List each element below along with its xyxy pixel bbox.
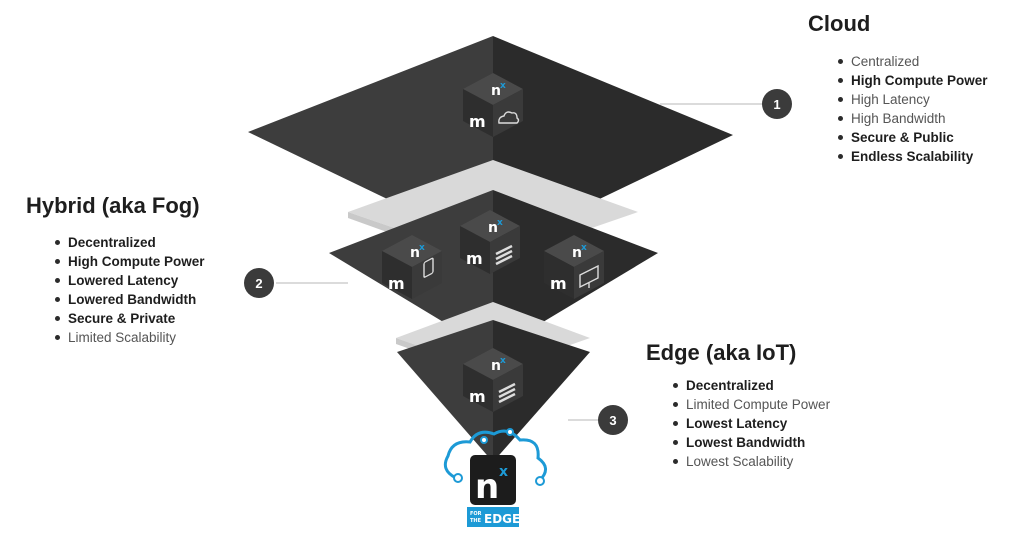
feature-bullet: Secure & Private <box>52 309 205 328</box>
feature-bullet: High Compute Power <box>835 71 988 90</box>
cube-letter-x: x <box>500 81 506 91</box>
tier-number-badge-edge: 3 <box>598 405 628 435</box>
edge-tier-slab <box>397 320 590 462</box>
cube-letter-n: n <box>491 83 501 99</box>
feature-bullet: Secure & Public <box>835 128 988 147</box>
feature-bullet: Lowest Scalability <box>670 452 830 471</box>
node-dot-icon <box>480 436 488 444</box>
tier-number-badge-hybrid: 2 <box>244 268 274 298</box>
cube-hybrid-right: n x m <box>544 235 604 299</box>
cube-letter-n: n <box>488 220 498 236</box>
feature-bullet: High Bandwidth <box>835 109 988 128</box>
cube-letter-x: x <box>500 356 506 366</box>
feature-bullet: Lowest Latency <box>670 414 830 433</box>
feature-bullet: Decentralized <box>670 376 830 395</box>
server-stack-icon <box>495 244 513 266</box>
cloud-title: Cloud <box>808 11 871 36</box>
logo-badge-small-2: THE <box>470 518 482 524</box>
cloud-icon <box>498 111 520 124</box>
cube-hybrid-left: n x m <box>382 235 442 299</box>
logo-badge-small-1: FOR <box>470 511 482 517</box>
cube-letter-m: m <box>550 274 567 293</box>
logo-superscript: x <box>499 464 508 480</box>
node-dot-icon <box>453 473 463 483</box>
feature-bullet: Endless Scalability <box>835 147 988 166</box>
node-dot-icon <box>506 428 514 436</box>
cube-hybrid-center: n x m <box>460 210 520 274</box>
feature-bullet: Centralized <box>835 52 988 71</box>
monitor-icon <box>579 264 599 289</box>
cube-letter-n: n <box>491 358 501 374</box>
feature-bullet: Lowered Bandwidth <box>52 290 205 309</box>
cloud-outline-icon <box>443 429 547 482</box>
feature-bullet: High Latency <box>835 90 988 109</box>
cube-letter-n: n <box>410 245 420 261</box>
cube-letter-m: m <box>469 387 486 406</box>
cube-cloud: n x m <box>463 73 523 137</box>
feature-bullet: High Compute Power <box>52 252 205 271</box>
mobile-device-icon <box>423 257 434 278</box>
server-stack-icon <box>498 382 516 404</box>
feature-bullet: Lowest Bandwidth <box>670 433 830 452</box>
cube-letter-x: x <box>497 218 503 228</box>
cube-letter-m: m <box>466 249 483 268</box>
leader-lines <box>276 103 762 421</box>
cube-letter-x: x <box>581 243 587 253</box>
cube-letter-m: m <box>388 274 405 293</box>
cube-letter-m: m <box>469 112 486 131</box>
logo-mark: n <box>475 467 499 507</box>
node-dot-icon <box>535 476 545 486</box>
cube-letter-n: n <box>572 245 582 261</box>
edge-title: Edge (aka IoT) <box>646 340 797 365</box>
feature-bullet: Decentralized <box>52 233 205 252</box>
feature-bullet: Limited Compute Power <box>670 395 830 414</box>
logo-badge-big: EDGE <box>484 512 520 526</box>
hybrid-title: Hybrid (aka Fog) <box>26 193 200 218</box>
tier-number-badge-cloud: 1 <box>762 89 792 119</box>
nx-for-the-edge-logo: n x FOR THE EDGE <box>443 428 547 527</box>
feature-bullet: Limited Scalability <box>52 328 205 347</box>
cube-edge: n x m <box>463 348 523 412</box>
cube-letter-x: x <box>419 243 425 253</box>
feature-bullet: Lowered Latency <box>52 271 205 290</box>
